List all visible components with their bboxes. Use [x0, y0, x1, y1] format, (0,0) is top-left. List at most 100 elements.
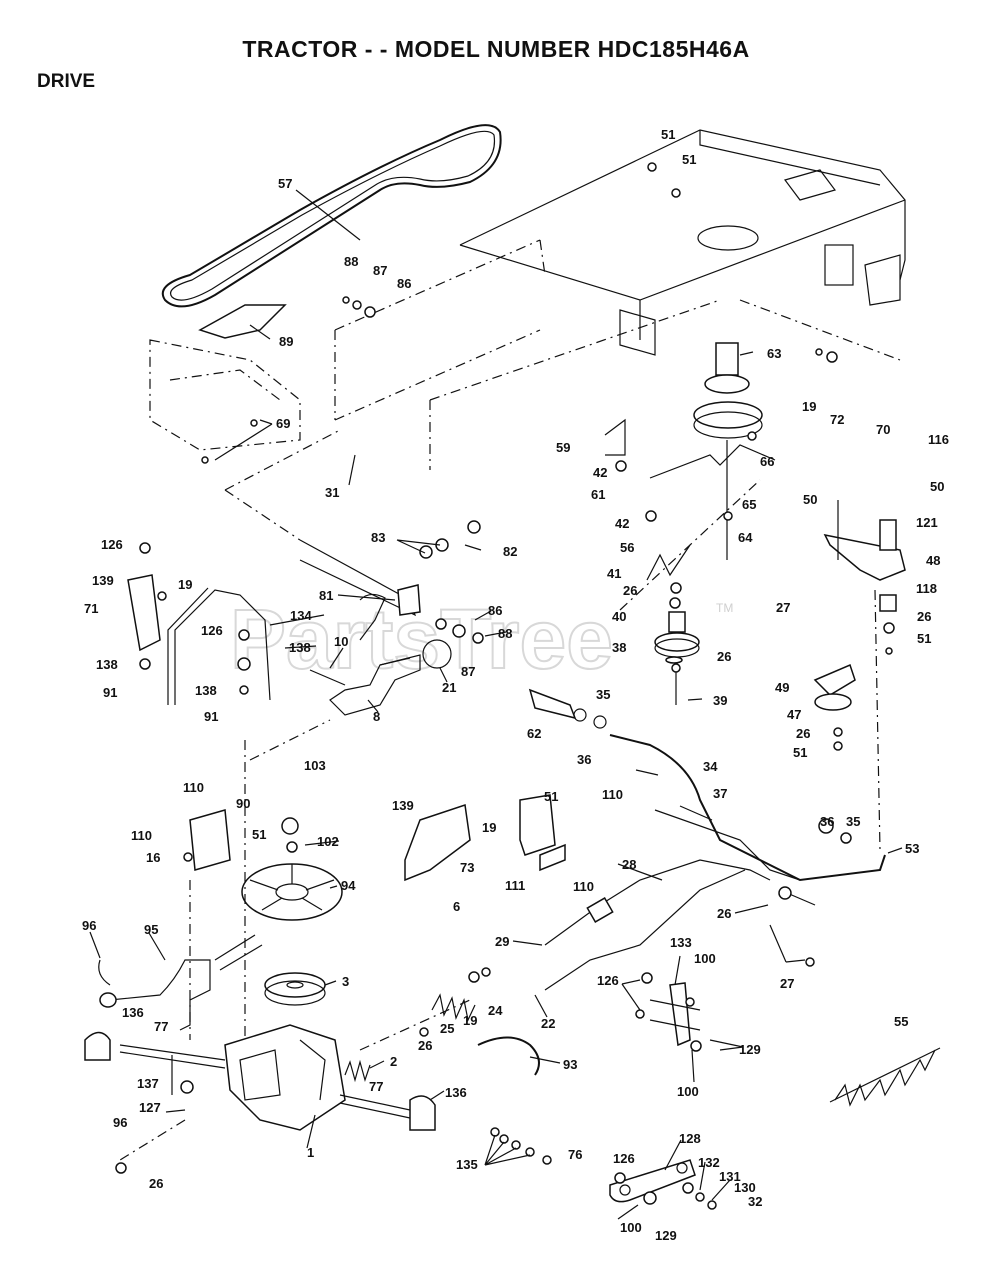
callout: 88	[498, 626, 512, 641]
rod-66	[649, 444, 776, 479]
callout: 51	[917, 631, 931, 646]
callout: 16	[146, 850, 160, 865]
callout: 100	[694, 951, 716, 966]
callout: 29	[495, 934, 509, 949]
callout: 53	[905, 841, 919, 856]
callout: 129	[739, 1042, 761, 1057]
transaxle-1	[84, 1024, 436, 1131]
pulley-63	[693, 342, 763, 560]
callout: 57	[278, 176, 292, 191]
callout: 21	[442, 680, 456, 695]
callout: 37	[713, 786, 727, 801]
callout: 132	[698, 1155, 720, 1170]
callout: 51	[544, 789, 558, 804]
callout: 137	[137, 1076, 159, 1091]
callout: 26	[418, 1038, 432, 1053]
callout: 19	[178, 577, 192, 592]
callout: 26	[917, 609, 931, 624]
callout: 41	[607, 566, 621, 581]
callout: 138	[96, 657, 118, 672]
callout: 110	[573, 879, 594, 894]
callout: 51	[252, 827, 266, 842]
bracket-128	[609, 1159, 696, 1203]
dashed-link-53	[874, 589, 881, 851]
callout: 100	[620, 1220, 642, 1235]
callout: 83	[371, 530, 385, 545]
callout: 25	[440, 1021, 454, 1036]
callout: 38	[612, 640, 626, 655]
callout: 35	[596, 687, 610, 702]
fasteners	[115, 162, 895, 1210]
callout: 77	[369, 1079, 383, 1094]
tractor-frame	[149, 129, 906, 470]
callout: 50	[930, 479, 944, 494]
callout: 51	[793, 745, 807, 760]
callout: 100	[677, 1084, 699, 1099]
callout: 95	[144, 922, 158, 937]
callout: 91	[204, 709, 218, 724]
brake-arm-133	[649, 982, 701, 1047]
callout: 139	[92, 573, 114, 588]
callout: 28	[622, 857, 636, 872]
callout: 24	[488, 1003, 503, 1018]
callout: 76	[568, 1147, 582, 1162]
idler-pulley-38	[654, 611, 700, 705]
callout: 135	[456, 1157, 478, 1172]
callout: 42	[615, 516, 629, 531]
lower-rods	[528, 688, 886, 991]
callout: 10	[334, 634, 348, 649]
callout: 90	[236, 796, 250, 811]
page-title: TRACTOR - - MODEL NUMBER HDC185H46A	[242, 36, 750, 62]
callout: 34	[703, 759, 718, 774]
clutch-linkage	[299, 539, 452, 716]
callout: 138	[195, 683, 217, 698]
callout: 51	[682, 152, 696, 167]
rod-41	[646, 544, 691, 581]
callout: 72	[830, 412, 844, 427]
cooling-fan-94	[241, 863, 343, 921]
callout: 93	[563, 1057, 577, 1072]
callout: 127	[139, 1100, 161, 1115]
callout: 70	[876, 422, 890, 437]
callout: 96	[113, 1115, 127, 1130]
callout: 31	[325, 485, 339, 500]
callout: 59	[556, 440, 570, 455]
callout: 36	[820, 814, 834, 829]
callout: 19	[463, 1013, 477, 1028]
callout: 110	[602, 787, 623, 802]
callout: 126	[597, 973, 619, 988]
callout: 51	[661, 127, 675, 142]
callout: 133	[670, 935, 692, 950]
callout: 27	[776, 600, 790, 615]
callout: 48	[926, 553, 940, 568]
callout: 35	[846, 814, 860, 829]
callout: 126	[201, 623, 223, 638]
callout: 1	[307, 1145, 314, 1160]
callout: 86	[488, 603, 502, 618]
belt-guide	[198, 304, 287, 339]
callout: 94	[341, 878, 356, 893]
callout: 88	[344, 254, 358, 269]
hose-93	[477, 1036, 540, 1076]
shift-lever-95	[98, 934, 263, 1031]
callout: 26	[796, 726, 810, 741]
callout: 121	[916, 515, 938, 530]
callout: 89	[279, 334, 293, 349]
callout: 139	[392, 798, 414, 813]
callout: 130	[734, 1180, 756, 1195]
callout: 69	[276, 416, 290, 431]
callout: 32	[748, 1194, 762, 1209]
callout: 129	[655, 1228, 677, 1243]
callout: 110	[131, 828, 152, 843]
callout: 136	[445, 1085, 467, 1100]
callout: 27	[780, 976, 794, 991]
pulley-3	[264, 972, 326, 1006]
callout: 50	[803, 492, 817, 507]
callout: 73	[460, 860, 474, 875]
section-title: DRIVE	[37, 71, 96, 92]
callout: 55	[894, 1014, 908, 1029]
callout: 87	[373, 263, 387, 278]
callout: 82	[503, 544, 517, 559]
callout: 19	[802, 399, 816, 414]
rod-134	[127, 574, 271, 705]
